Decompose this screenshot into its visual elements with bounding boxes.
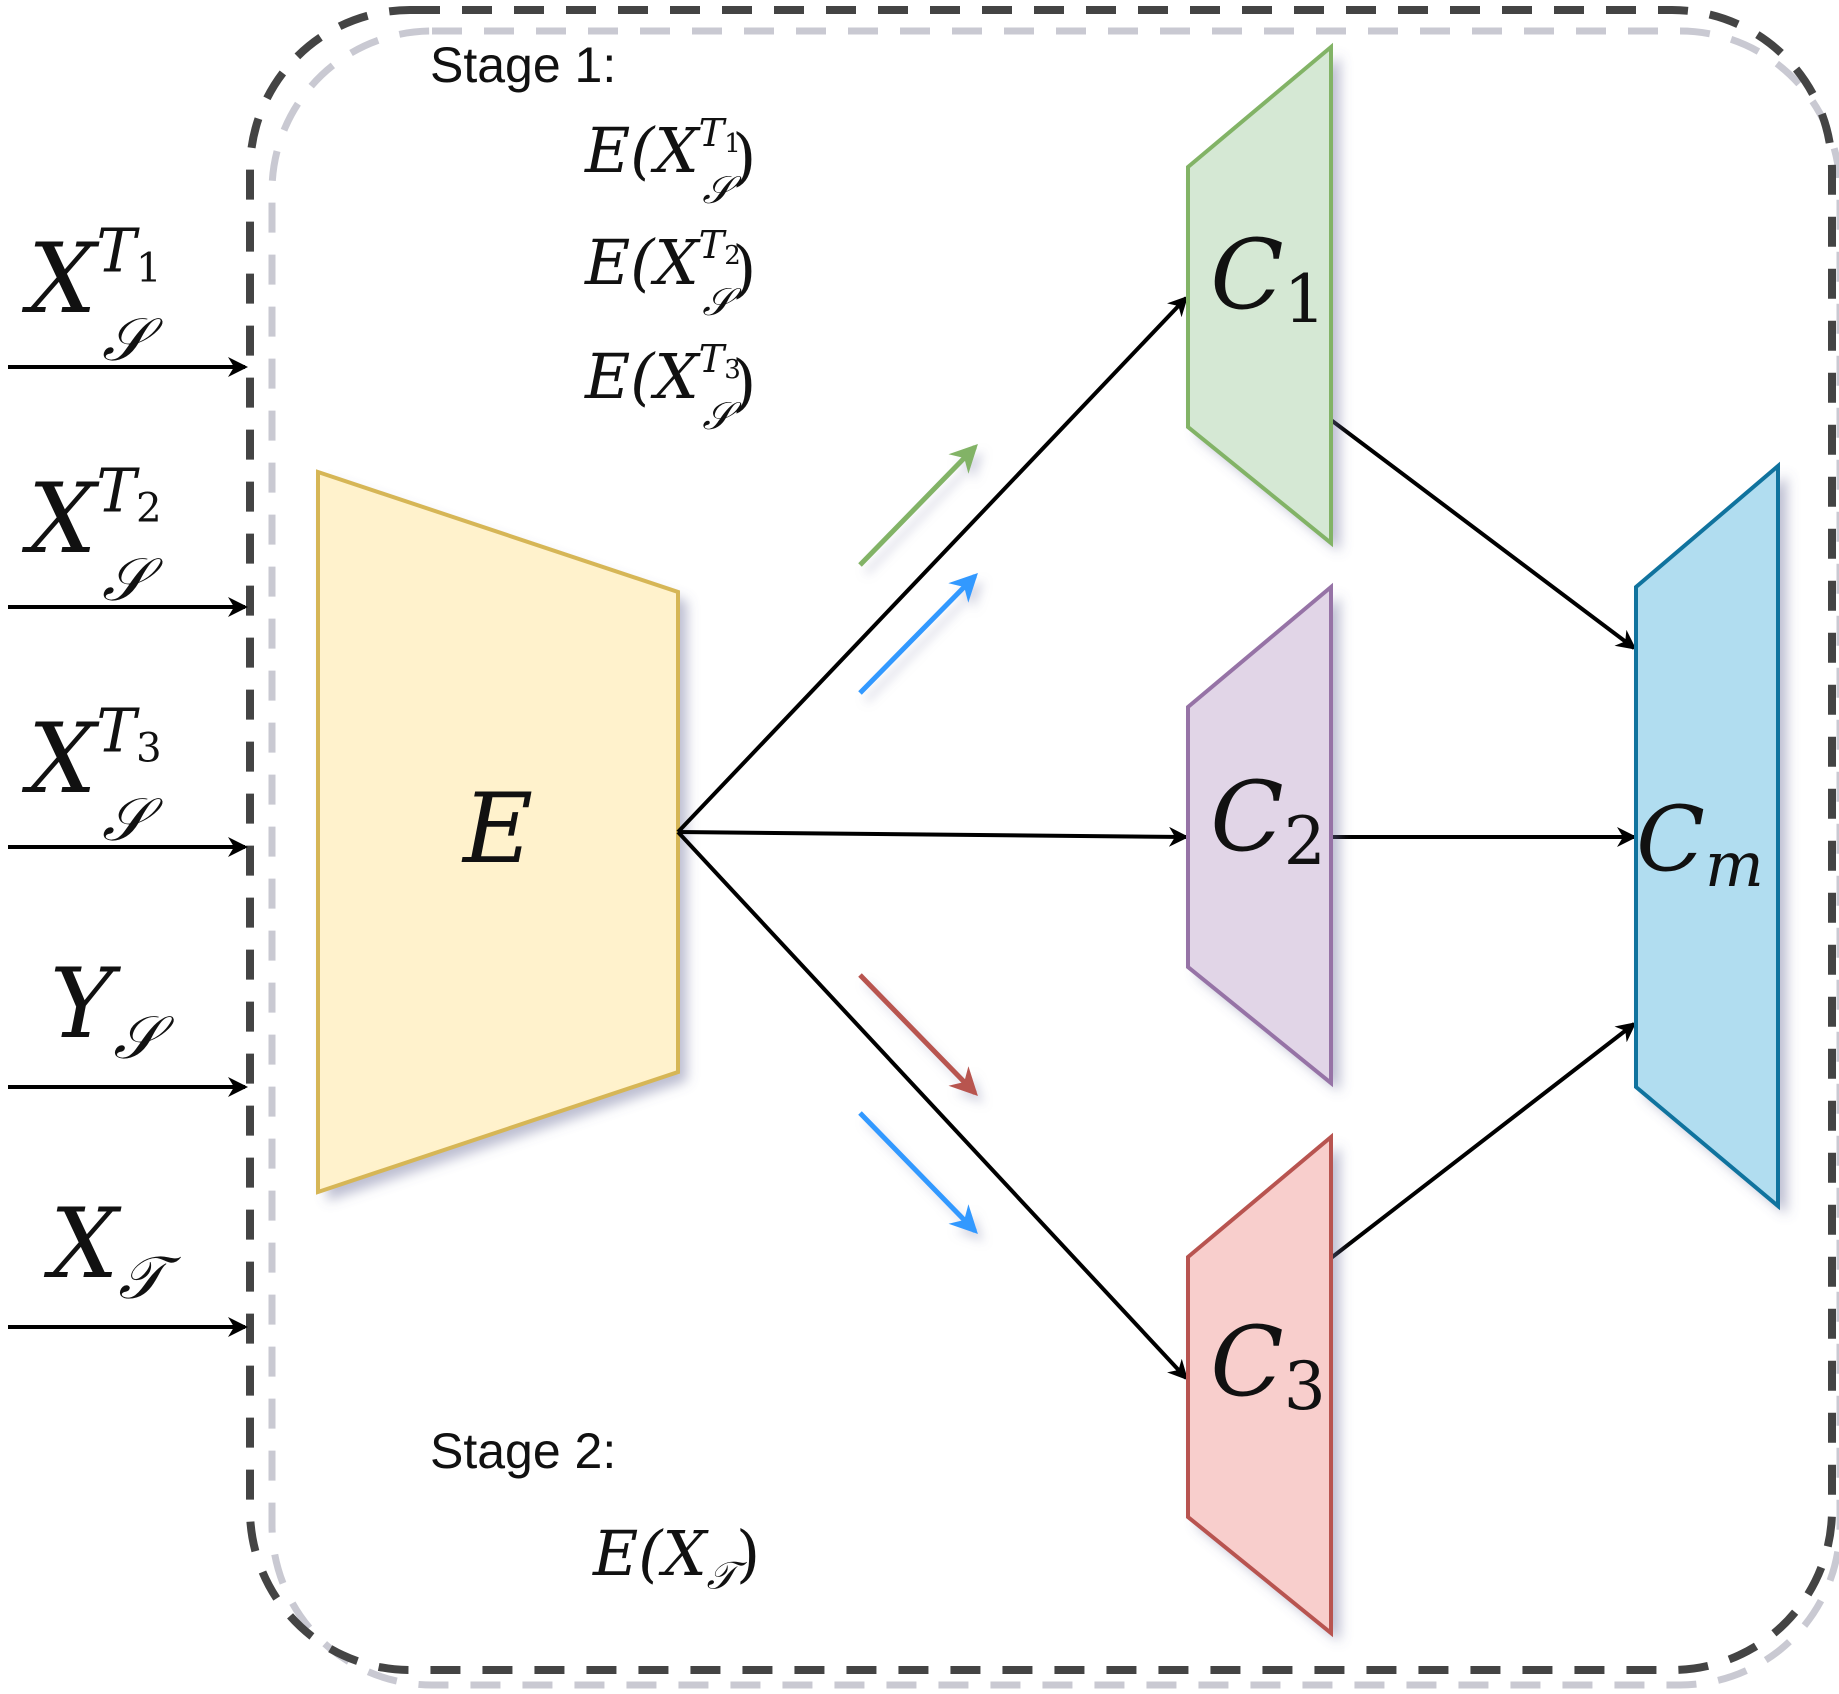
stage2-title: Stage 2: <box>430 1423 616 1479</box>
connections <box>676 295 1637 1381</box>
encoder-label: E <box>461 773 533 885</box>
classifier-shape <box>1188 587 1331 1083</box>
edge-encoder-c1 <box>676 295 1189 834</box>
merger-label: Cm <box>1636 787 1764 901</box>
merger-block: Cm <box>1634 461 1780 1211</box>
encoder-block: E <box>316 469 680 1195</box>
classifier-shape <box>1188 47 1331 543</box>
classifier-c3: C3 <box>1186 1132 1333 1638</box>
stage1-title: Stage 1: <box>430 37 616 93</box>
encoder-shape <box>318 472 678 1192</box>
flow-arrow <box>858 443 978 567</box>
classifier-label: C3 <box>1210 1306 1325 1425</box>
flow-arrow <box>858 1111 978 1235</box>
classifier-shape <box>1188 1137 1331 1633</box>
input-item: X𝒯 <box>8 1188 248 1337</box>
flow-arrow <box>858 573 978 695</box>
classifier-c1: C1 <box>1186 42 1333 548</box>
edge-c3-cm <box>1329 1022 1637 1260</box>
classifier-label: C1 <box>1210 219 1325 338</box>
input-item: Y𝒮 <box>8 948 248 1097</box>
classifier-label: C2 <box>1210 761 1325 880</box>
legend-expression: E(X𝒯) <box>592 1517 760 1599</box>
stage2-legend-items: E(X𝒯) <box>378 1517 760 1599</box>
legend-item: E(X𝒯) <box>378 1517 760 1599</box>
classifier-c2: C2 <box>1186 582 1333 1088</box>
model-boundary <box>246 6 1839 1689</box>
input-label: X𝒯 <box>43 1188 181 1313</box>
flow-indicators <box>858 443 1043 1235</box>
edge-c1-cm <box>1329 418 1637 650</box>
flow-arrow <box>858 973 978 1097</box>
edge-encoder-c3 <box>676 830 1189 1381</box>
input-label: Y𝒮 <box>50 948 174 1073</box>
edge-encoder-c2 <box>677 826 1189 847</box>
merger-shape <box>1636 466 1778 1206</box>
